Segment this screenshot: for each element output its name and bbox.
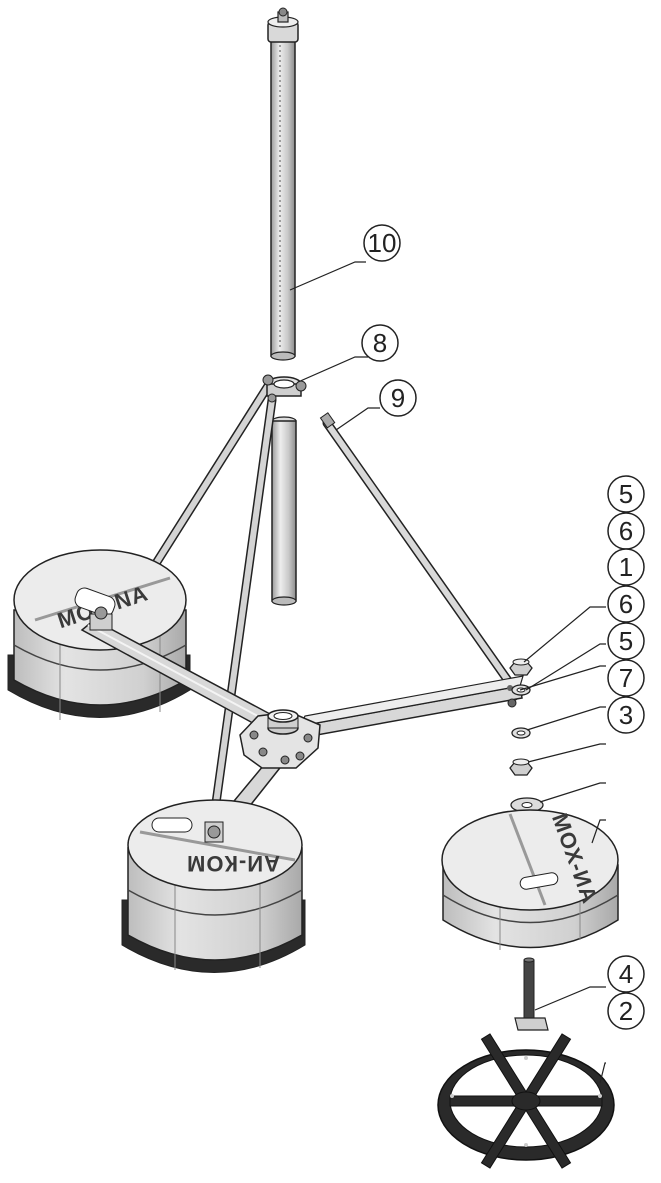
ballast-front-marking: АИ-КОМ xyxy=(186,851,280,876)
mast-tube xyxy=(270,37,296,361)
nut-lower xyxy=(509,758,533,776)
callout-10: 10 xyxy=(363,224,401,262)
leader-4 xyxy=(534,986,606,1011)
nut-upper xyxy=(509,658,533,676)
svg-text:6: 6 xyxy=(619,516,633,546)
callout-7: 7 xyxy=(607,659,645,697)
leader-8 xyxy=(297,356,368,383)
leader-2 xyxy=(599,1062,606,1084)
svg-text:2: 2 xyxy=(619,996,633,1026)
callout-6-upper: 6 xyxy=(607,512,645,550)
left-anchor-clamp xyxy=(89,606,113,631)
mast-top-cap xyxy=(267,7,299,43)
leader-6b xyxy=(526,706,606,731)
brace-strut-front xyxy=(207,395,277,837)
svg-text:7: 7 xyxy=(619,663,633,693)
leader-9 xyxy=(335,407,380,431)
callout-3: 3 xyxy=(607,696,645,734)
ballast-block-right: МОХ-ИА xyxy=(441,809,619,950)
mast-lower-section xyxy=(271,416,297,606)
washer-lower xyxy=(511,727,531,739)
leader-7 xyxy=(539,782,606,803)
svg-text:6: 6 xyxy=(619,589,633,619)
collar-clamp xyxy=(262,374,307,403)
tripod-hub xyxy=(239,709,321,769)
callout-5-lower: 5 xyxy=(607,622,645,660)
ballast-block-front: АИ-КОМ xyxy=(121,799,306,973)
callout-5-upper: 5 xyxy=(607,475,645,513)
svg-text:3: 3 xyxy=(619,700,633,730)
svg-text:4: 4 xyxy=(619,959,633,989)
callout-8: 8 xyxy=(361,324,399,362)
svg-text:8: 8 xyxy=(373,328,387,358)
callout-4: 4 xyxy=(607,955,645,993)
base-plate xyxy=(437,1033,615,1169)
leader-10 xyxy=(289,261,366,291)
callout-1: 1 xyxy=(607,548,645,586)
leader-5b xyxy=(527,743,606,763)
t-bolt xyxy=(514,957,549,1031)
svg-text:1: 1 xyxy=(619,552,633,582)
callout-6-lower: 6 xyxy=(607,585,645,623)
svg-text:10: 10 xyxy=(368,228,397,258)
leader-6a xyxy=(525,643,606,691)
leader-3 xyxy=(591,819,606,844)
leader-1 xyxy=(519,665,606,691)
leader-5a xyxy=(523,606,606,663)
callout-9: 9 xyxy=(379,379,417,417)
svg-text:9: 9 xyxy=(391,383,405,413)
svg-text:5: 5 xyxy=(619,626,633,656)
tripod-arm-right xyxy=(298,675,524,739)
brace-strut-loose xyxy=(319,412,527,701)
svg-text:5: 5 xyxy=(619,479,633,509)
leader-lines xyxy=(289,261,606,1084)
callout-2: 2 xyxy=(607,992,645,1030)
